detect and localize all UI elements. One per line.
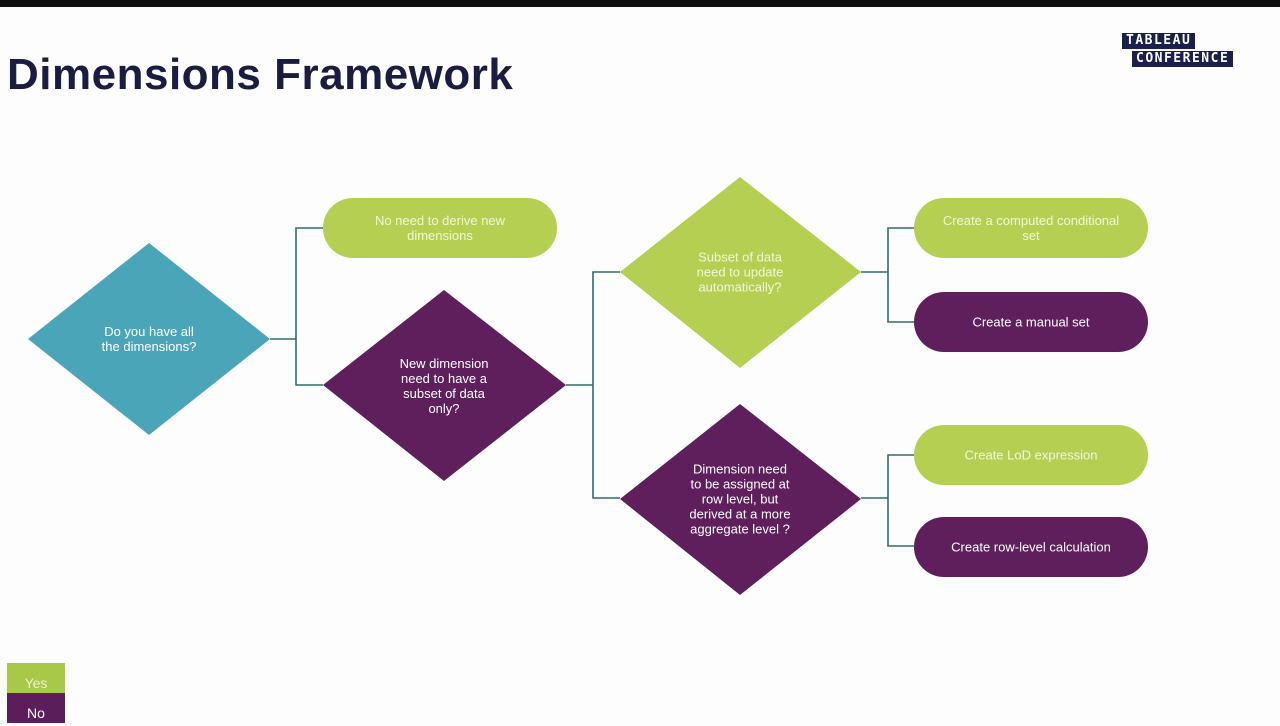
connector-new-dimension (566, 271, 620, 499)
computed-set-pill (914, 198, 1148, 258)
connectors (270, 227, 914, 547)
node-label-line: row level, but (702, 492, 779, 507)
node-label-line: Subset of data (698, 250, 783, 265)
node-label-line: New dimension (400, 356, 489, 371)
manual-set-pill (914, 292, 1148, 352)
node-label-line: Dimension need (693, 462, 787, 477)
lod-expression-pill (914, 425, 1148, 485)
node-label-line: Create a manual set (972, 315, 1089, 330)
row-calc-label: Create row-level calculation (951, 540, 1111, 555)
node-row-calc: Create row-level calculation (914, 517, 1148, 577)
node-label-line: the dimensions? (102, 339, 197, 354)
row-calc-pill (914, 517, 1148, 577)
node-label-line: need to have a (401, 371, 488, 386)
connector-start (270, 227, 323, 386)
node-label-line: only? (428, 401, 459, 416)
legend-yes: Yes (7, 663, 65, 693)
node-label-line: derived at a more (689, 507, 790, 522)
logo-line-2: CONFERENCE (1132, 51, 1234, 67)
row-level-diamond (620, 404, 861, 595)
node-label-line: automatically? (698, 280, 781, 295)
slide-title: Dimensions Framework (7, 50, 514, 99)
lod-expression-label: Create LoD expression (965, 448, 1098, 463)
node-label-line: Create row-level calculation (951, 540, 1111, 555)
tableau-conference-logo: TABLEAU CONFERENCE (1122, 33, 1262, 69)
node-label-line: set (1022, 228, 1040, 243)
node-manual-set: Create a manual set (914, 292, 1148, 352)
node-label-line: to be assigned at (690, 477, 789, 492)
subset-update-diamond (620, 177, 861, 368)
node-label-line: Create a computed conditional (943, 213, 1119, 228)
connector-row-level (861, 454, 914, 547)
no-derive-pill (323, 198, 557, 258)
manual-set-label: Create a manual set (972, 315, 1089, 330)
node-label-line: subset of data (403, 386, 485, 401)
new-dimension-diamond (323, 290, 566, 481)
top-bar (0, 0, 1280, 7)
start-diamond (28, 243, 270, 435)
legend-no: No (7, 693, 65, 723)
node-label-line: No need to derive new (375, 213, 506, 228)
connector-subset-update (861, 227, 914, 323)
node-label-line: Create LoD expression (965, 448, 1098, 463)
node-label-line: aggregate level ? (690, 522, 790, 537)
node-label-line: dimensions (407, 228, 473, 243)
node-label-line: Do you have all (104, 324, 194, 339)
node-label-line: need to update (697, 265, 784, 280)
node-lod-expression: Create LoD expression (914, 425, 1148, 485)
logo-line-1: TABLEAU (1122, 33, 1196, 49)
